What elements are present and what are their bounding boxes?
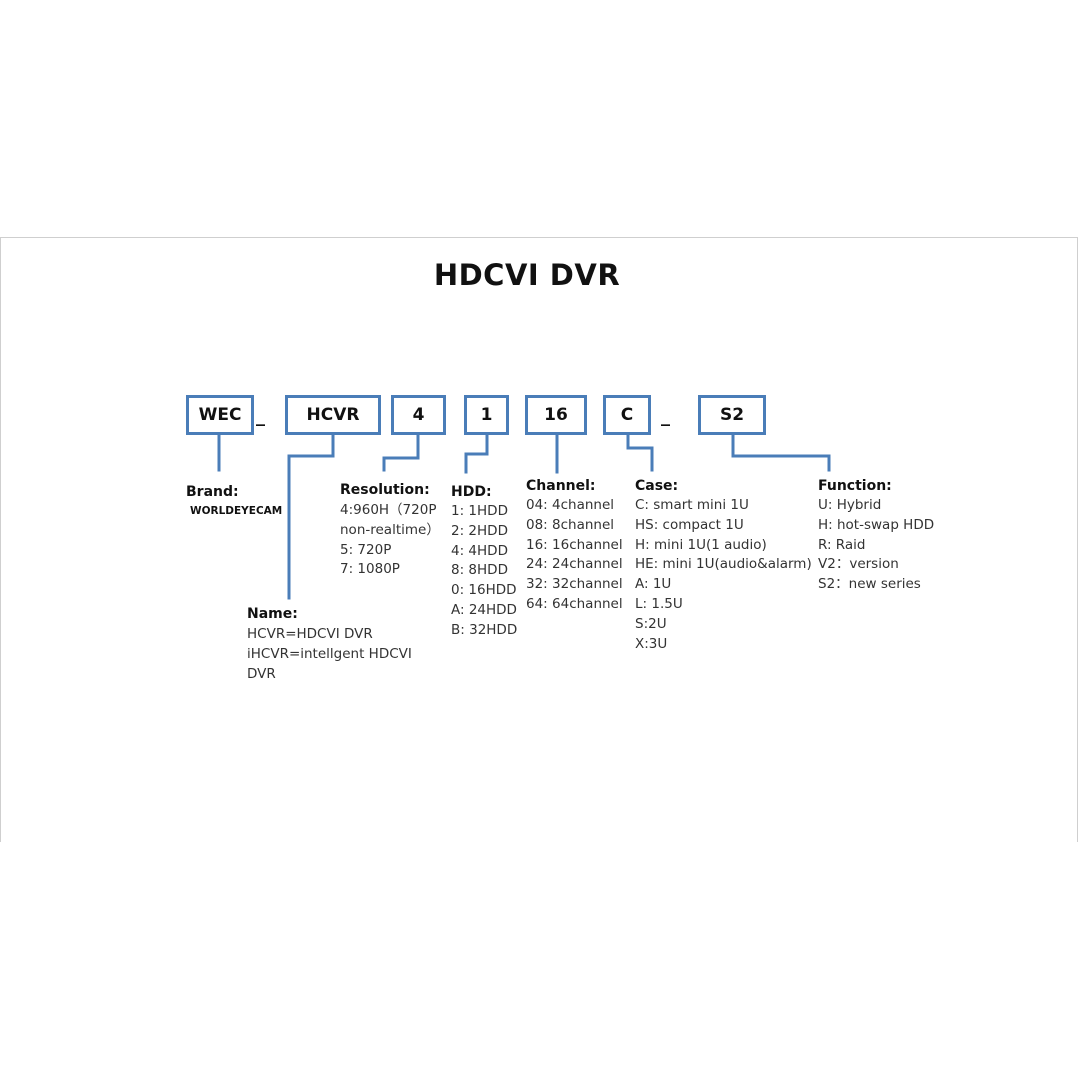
- function-line: U: Hybrid: [818, 497, 882, 513]
- separator-1: _: [256, 406, 265, 427]
- name-line: iHCVR=intellgent HDCVI: [247, 645, 412, 662]
- code-box-hdd: 1: [464, 395, 509, 435]
- channel-line: 08: 8channel: [526, 516, 615, 533]
- code-box-channel: 16: [525, 395, 587, 435]
- hdd-line: B: 32HDD: [451, 621, 518, 638]
- channel-line: 16: 16channel: [526, 536, 623, 553]
- separator-2: _: [661, 406, 670, 427]
- resolution-line: 7: 1080P: [340, 561, 400, 578]
- code-box-function: S2: [698, 395, 766, 435]
- name-line: HCVR=HDCVI DVR: [247, 626, 373, 642]
- brand-heading: Brand:: [186, 484, 239, 500]
- case-line: C: smart mini 1U: [635, 497, 749, 513]
- resolution-line: 5: 720P: [340, 541, 392, 558]
- case-line: H: mini 1U(1 audio): [635, 536, 767, 553]
- name-heading: Name:: [247, 606, 298, 622]
- case-line: L: 1.5U: [635, 595, 683, 612]
- resolution-line: 4:960H（720P: [340, 502, 437, 518]
- case-line: S:2U: [635, 615, 667, 632]
- code-box-resolution: 4: [391, 395, 446, 435]
- channel-heading: Channel:: [526, 478, 596, 494]
- hdd-line: 1: 1HDD: [451, 503, 508, 519]
- function-line: H: hot-swap HDD: [818, 516, 935, 533]
- hdd-heading: HDD:: [451, 484, 492, 500]
- code-box-hcvr: HCVR: [285, 395, 381, 435]
- resolution-heading: Resolution:: [340, 482, 430, 498]
- function-line: V2：version: [818, 556, 899, 573]
- case-line: HE: mini 1U(audio&alarm): [635, 556, 812, 573]
- diagram-title: HDCVI DVR: [433, 258, 621, 292]
- channel-line: 32: 32channel: [526, 576, 623, 593]
- channel-list: 04: 4channel 08: 8channel 16: 16channel …: [526, 496, 623, 615]
- hdd-list: 1: 1HDD 2: 2HDD 4: 4HDD 8: 8HDD 0: 16HDD…: [451, 502, 517, 641]
- function-heading: Function:: [818, 478, 892, 494]
- case-line: A: 1U: [635, 576, 672, 593]
- name-line: DVR: [247, 665, 276, 682]
- hdd-line: 2: 2HDD: [451, 522, 508, 539]
- code-box-wec: WEC: [186, 395, 254, 435]
- code-box-case: C: [603, 395, 651, 435]
- case-heading: Case:: [635, 478, 679, 494]
- resolution-list: 4:960H（720P non-realtime） 5: 720P 7: 108…: [340, 501, 440, 580]
- name-list: HCVR=HDCVI DVR iHCVR=intellgent HDCVI DV…: [247, 625, 412, 684]
- hdd-line: 4: 4HDD: [451, 542, 508, 559]
- hdd-line: 0: 16HDD: [451, 582, 517, 599]
- case-list: C: smart mini 1U HS: compact 1U H: mini …: [635, 496, 812, 654]
- channel-line: 24: 24channel: [526, 556, 623, 573]
- function-line: S2：new series: [818, 576, 921, 593]
- brand-value: WORLDEYECAM: [190, 505, 283, 517]
- diagram-panel: [0, 237, 1078, 842]
- hdd-line: A: 24HDD: [451, 601, 517, 618]
- function-list: U: Hybrid H: hot-swap HDD R: Raid V2：ver…: [818, 496, 934, 595]
- channel-line: 64: 64channel: [526, 595, 623, 612]
- function-line: R: Raid: [818, 536, 866, 553]
- hdd-line: 8: 8HDD: [451, 562, 508, 579]
- case-line: X:3U: [635, 635, 668, 652]
- resolution-line: non-realtime）: [340, 521, 440, 538]
- case-line: HS: compact 1U: [635, 516, 744, 533]
- channel-line: 04: 4channel: [526, 497, 615, 513]
